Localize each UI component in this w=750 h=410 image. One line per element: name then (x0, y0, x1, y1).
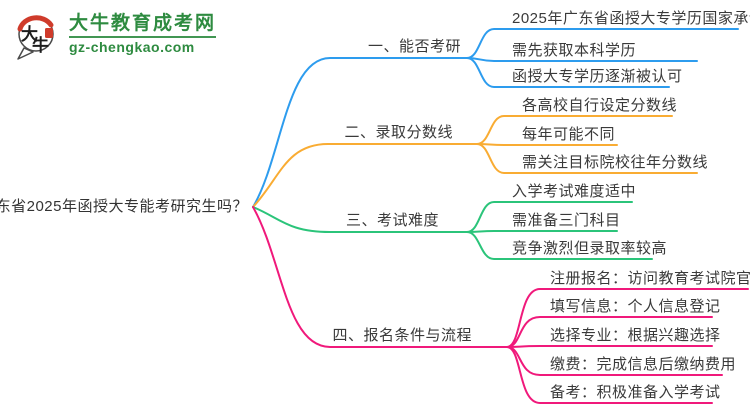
leaf-line-3-2 (466, 230, 618, 233)
logo-red-arc (17, 15, 54, 32)
leaf-line-2-3 (476, 143, 698, 174)
leaf-node: 备考：积极准备入学考试 (550, 384, 721, 401)
leaf-node: 2025年广东省函授大专学历国家承认 (512, 10, 750, 27)
leaf-node: 每年可能不同 (522, 126, 616, 143)
root-topic: 广东省2025年函授大专能考研究生吗？ (0, 198, 248, 215)
branch-label-2: 二、录取分数线 (344, 124, 453, 141)
logo-domain: gz-chengkao.com (69, 38, 195, 55)
leaf-line-4-1 (506, 288, 749, 348)
leaf-line-1-3 (466, 57, 670, 88)
leaf-line-2-1 (476, 115, 673, 145)
leaf-line-3-3 (466, 231, 653, 260)
logo-text: 大牛教育成考网 gz-chengkao.com (69, 12, 217, 56)
leaf-node: 竞争激烈但录取率较高 (512, 240, 668, 257)
site-logo: 大 牛 大牛教育成考网 gz-chengkao.com (12, 8, 217, 60)
logo-char-top: 大 (21, 24, 38, 44)
leaf-node: 需准备三门科目 (512, 212, 621, 229)
leaf-node: 选择专业：根据兴趣选择 (550, 327, 721, 344)
leaf-line-4-3 (506, 345, 713, 348)
branch-line-1 (252, 57, 468, 208)
bull-logo-icon: 大 牛 (17, 15, 54, 60)
branch-label-3: 三、考试难度 (345, 212, 439, 229)
leaf-node: 函授大专学历逐渐被认可 (512, 68, 683, 85)
leaf-line-3-1 (466, 201, 633, 233)
leaf-node: 注册报名：访问教育考试院官网 (550, 270, 750, 287)
branch-label-1: 一、能否考研 (367, 38, 461, 55)
logo-title: 大牛教育成考网 (69, 12, 217, 34)
logo-char-bottom: 牛 (32, 35, 49, 55)
branch-label-4: 四、报名条件与流程 (332, 327, 472, 344)
leaf-node: 填写信息：个人信息登记 (550, 298, 721, 315)
leaf-line-4-5 (506, 346, 713, 404)
leaf-line-1-1 (466, 28, 739, 59)
branch-line-2 (252, 143, 478, 208)
leaf-node: 各高校自行设定分数线 (522, 97, 678, 114)
leaf-node: 需先获取本科学历 (512, 42, 637, 59)
logo-divider (69, 35, 217, 38)
branch-line-4 (252, 206, 508, 348)
leaf-node: 需关注目标院校往年分数线 (522, 154, 709, 171)
leaf-node: 缴费：完成信息后缴纳费用 (550, 356, 737, 373)
branch-line-3 (252, 206, 468, 233)
leaf-node: 入学考试难度适中 (512, 183, 637, 200)
logo-seal (45, 28, 53, 38)
